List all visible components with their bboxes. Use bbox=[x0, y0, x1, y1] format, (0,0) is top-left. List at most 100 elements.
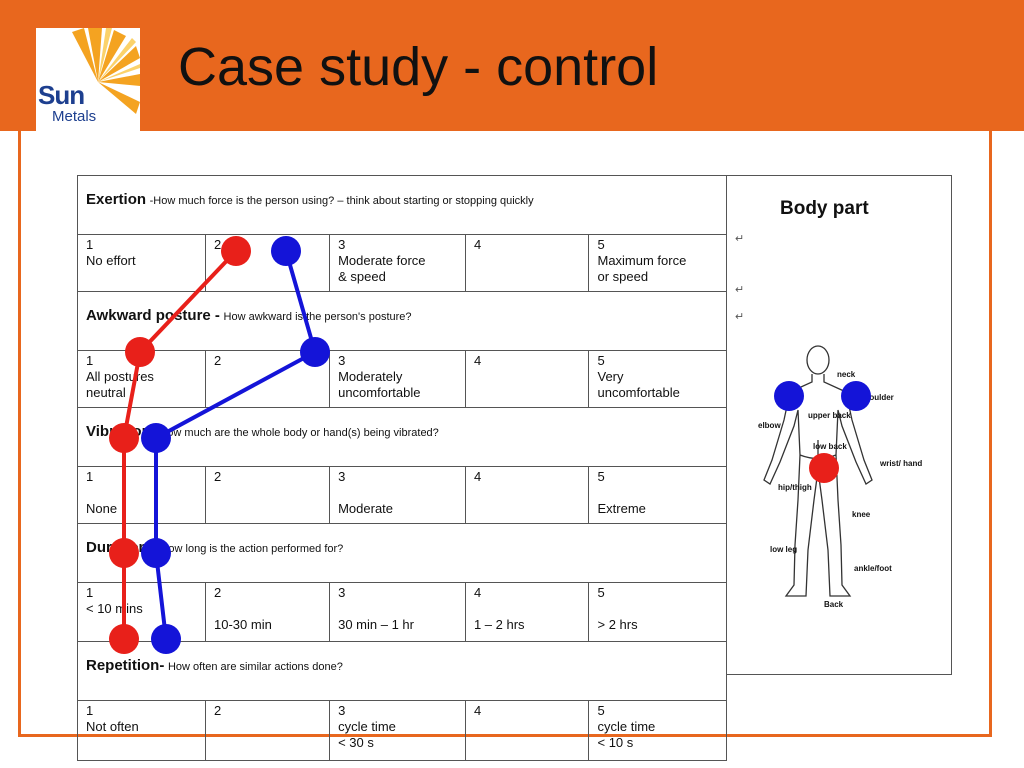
rating-number: 4 bbox=[473, 237, 482, 252]
blue-marker-duration bbox=[141, 538, 171, 568]
rating-description: Not often bbox=[86, 719, 139, 734]
blue-marker-exertion bbox=[271, 236, 301, 266]
rating-description: 30 min – 1 hr bbox=[338, 617, 414, 632]
section-header-row: Duration - How long is the action perfor… bbox=[77, 523, 727, 583]
red-marker-repetition bbox=[109, 624, 139, 654]
rating-number: 5 bbox=[597, 585, 605, 600]
rating-cell: 3 30 min – 1 hr bbox=[329, 582, 466, 642]
rating-number: 5 bbox=[597, 237, 605, 252]
rating-number: 1 bbox=[86, 353, 94, 368]
red-marker-duration bbox=[109, 538, 139, 568]
section-question: How awkward is the person's posture? bbox=[223, 311, 412, 323]
rating-number: 4 bbox=[473, 585, 482, 600]
rating-cell: 2 bbox=[205, 700, 331, 761]
rating-number: 5 bbox=[597, 469, 605, 484]
rating-number: 4 bbox=[473, 353, 482, 368]
header-bar bbox=[0, 0, 1024, 131]
body-label-knee: knee bbox=[852, 510, 871, 519]
rating-description: 10-30 min bbox=[214, 617, 272, 632]
rating-description: uncomfortable bbox=[597, 385, 680, 400]
rating-number: 1 bbox=[86, 237, 94, 252]
blue-marker-repetition bbox=[151, 624, 181, 654]
section-question: How often are similar actions done? bbox=[167, 661, 343, 673]
body-label-elbow: elbow bbox=[758, 421, 781, 430]
blue-marker-shoulder-right bbox=[841, 381, 871, 411]
body-label-ankle-foot: ankle/foot bbox=[854, 564, 892, 573]
rating-description: Moderate force bbox=[338, 253, 426, 268]
rating-number: 2 bbox=[214, 237, 222, 252]
body-part-title: Body part bbox=[780, 198, 869, 219]
rating-number: 4 bbox=[473, 469, 482, 484]
logo-metals-text: Metals bbox=[52, 108, 97, 125]
rating-cell: 5 > 2 hrs bbox=[588, 582, 727, 642]
rating-number: 5 bbox=[597, 353, 605, 368]
section-header-row: Vibration- How much are the whole body o… bbox=[77, 407, 727, 467]
rating-description: & speed bbox=[338, 269, 386, 284]
rating-number: 3 bbox=[338, 585, 346, 600]
rating-cell: 2 bbox=[205, 466, 331, 524]
sun-rays-icon bbox=[72, 28, 140, 114]
rating-description: < 10 s bbox=[597, 735, 634, 750]
body-label-neck: neck bbox=[837, 370, 856, 379]
red-marker-low-back bbox=[809, 453, 839, 483]
blue-marker-shoulder-left bbox=[774, 381, 804, 411]
section-question: How much are the whole body or hand(s) b… bbox=[159, 427, 439, 439]
section-header: Repetition- How often are similar action… bbox=[77, 641, 727, 701]
rating-number: 3 bbox=[338, 469, 346, 484]
rating-description: Maximum force bbox=[597, 253, 687, 268]
rating-description: 1 – 2 hrs bbox=[473, 617, 525, 632]
red-rating-line bbox=[122, 249, 238, 639]
body-label-hip-thigh: hip/thigh bbox=[778, 483, 812, 492]
red-marker-exertion bbox=[221, 236, 251, 266]
rating-number: 3 bbox=[338, 703, 346, 718]
rating-description: neutral bbox=[86, 385, 126, 400]
rating-description: cycle time bbox=[338, 719, 396, 734]
rating-description: uncomfortable bbox=[338, 385, 421, 400]
rating-number: 1 bbox=[86, 703, 94, 718]
rating-number: 3 bbox=[338, 353, 346, 368]
body-label-low-leg: low leg bbox=[770, 545, 797, 554]
rating-number: 2 bbox=[214, 469, 222, 484]
rating-cell: 1< 10 mins bbox=[76, 582, 207, 642]
rating-number: 4 bbox=[473, 703, 482, 718]
section-name: Repetition- bbox=[86, 657, 165, 674]
blue-marker-posture bbox=[300, 337, 330, 367]
body-part-panel bbox=[726, 175, 952, 675]
rating-number: 2 bbox=[214, 703, 222, 718]
rating-number: 1 bbox=[86, 585, 94, 600]
blue-marker-vibration bbox=[141, 423, 171, 453]
rating-cell: 4 bbox=[464, 466, 590, 524]
return-mark: ↵ bbox=[735, 284, 745, 296]
body-label-wrist-hand: wrist/ hand bbox=[879, 459, 922, 468]
rating-description: Extreme bbox=[597, 501, 646, 516]
rating-description: > 2 hrs bbox=[597, 617, 638, 632]
rating-description: No effort bbox=[86, 253, 136, 268]
rating-cell: 4 bbox=[464, 350, 590, 408]
rating-cell: 5 Extreme bbox=[588, 466, 727, 524]
rating-cell: 2 10-30 min bbox=[205, 582, 331, 642]
section-name: Exertion bbox=[86, 191, 147, 208]
return-mark: ↵ bbox=[735, 311, 745, 323]
section-question: How long is the action performed for? bbox=[160, 543, 344, 555]
rating-description: None bbox=[86, 501, 118, 516]
section-name: Awkward posture - bbox=[86, 307, 220, 324]
rating-description: < 30 s bbox=[338, 735, 374, 750]
rating-description: < 10 mins bbox=[86, 601, 143, 616]
section-header-row: Exertion -How much force is the person u… bbox=[77, 175, 727, 235]
red-marker-vibration bbox=[109, 423, 139, 453]
red-marker-posture bbox=[125, 337, 155, 367]
section-header: Exertion -How much force is the person u… bbox=[77, 175, 727, 235]
rating-number: 2 bbox=[214, 353, 222, 368]
